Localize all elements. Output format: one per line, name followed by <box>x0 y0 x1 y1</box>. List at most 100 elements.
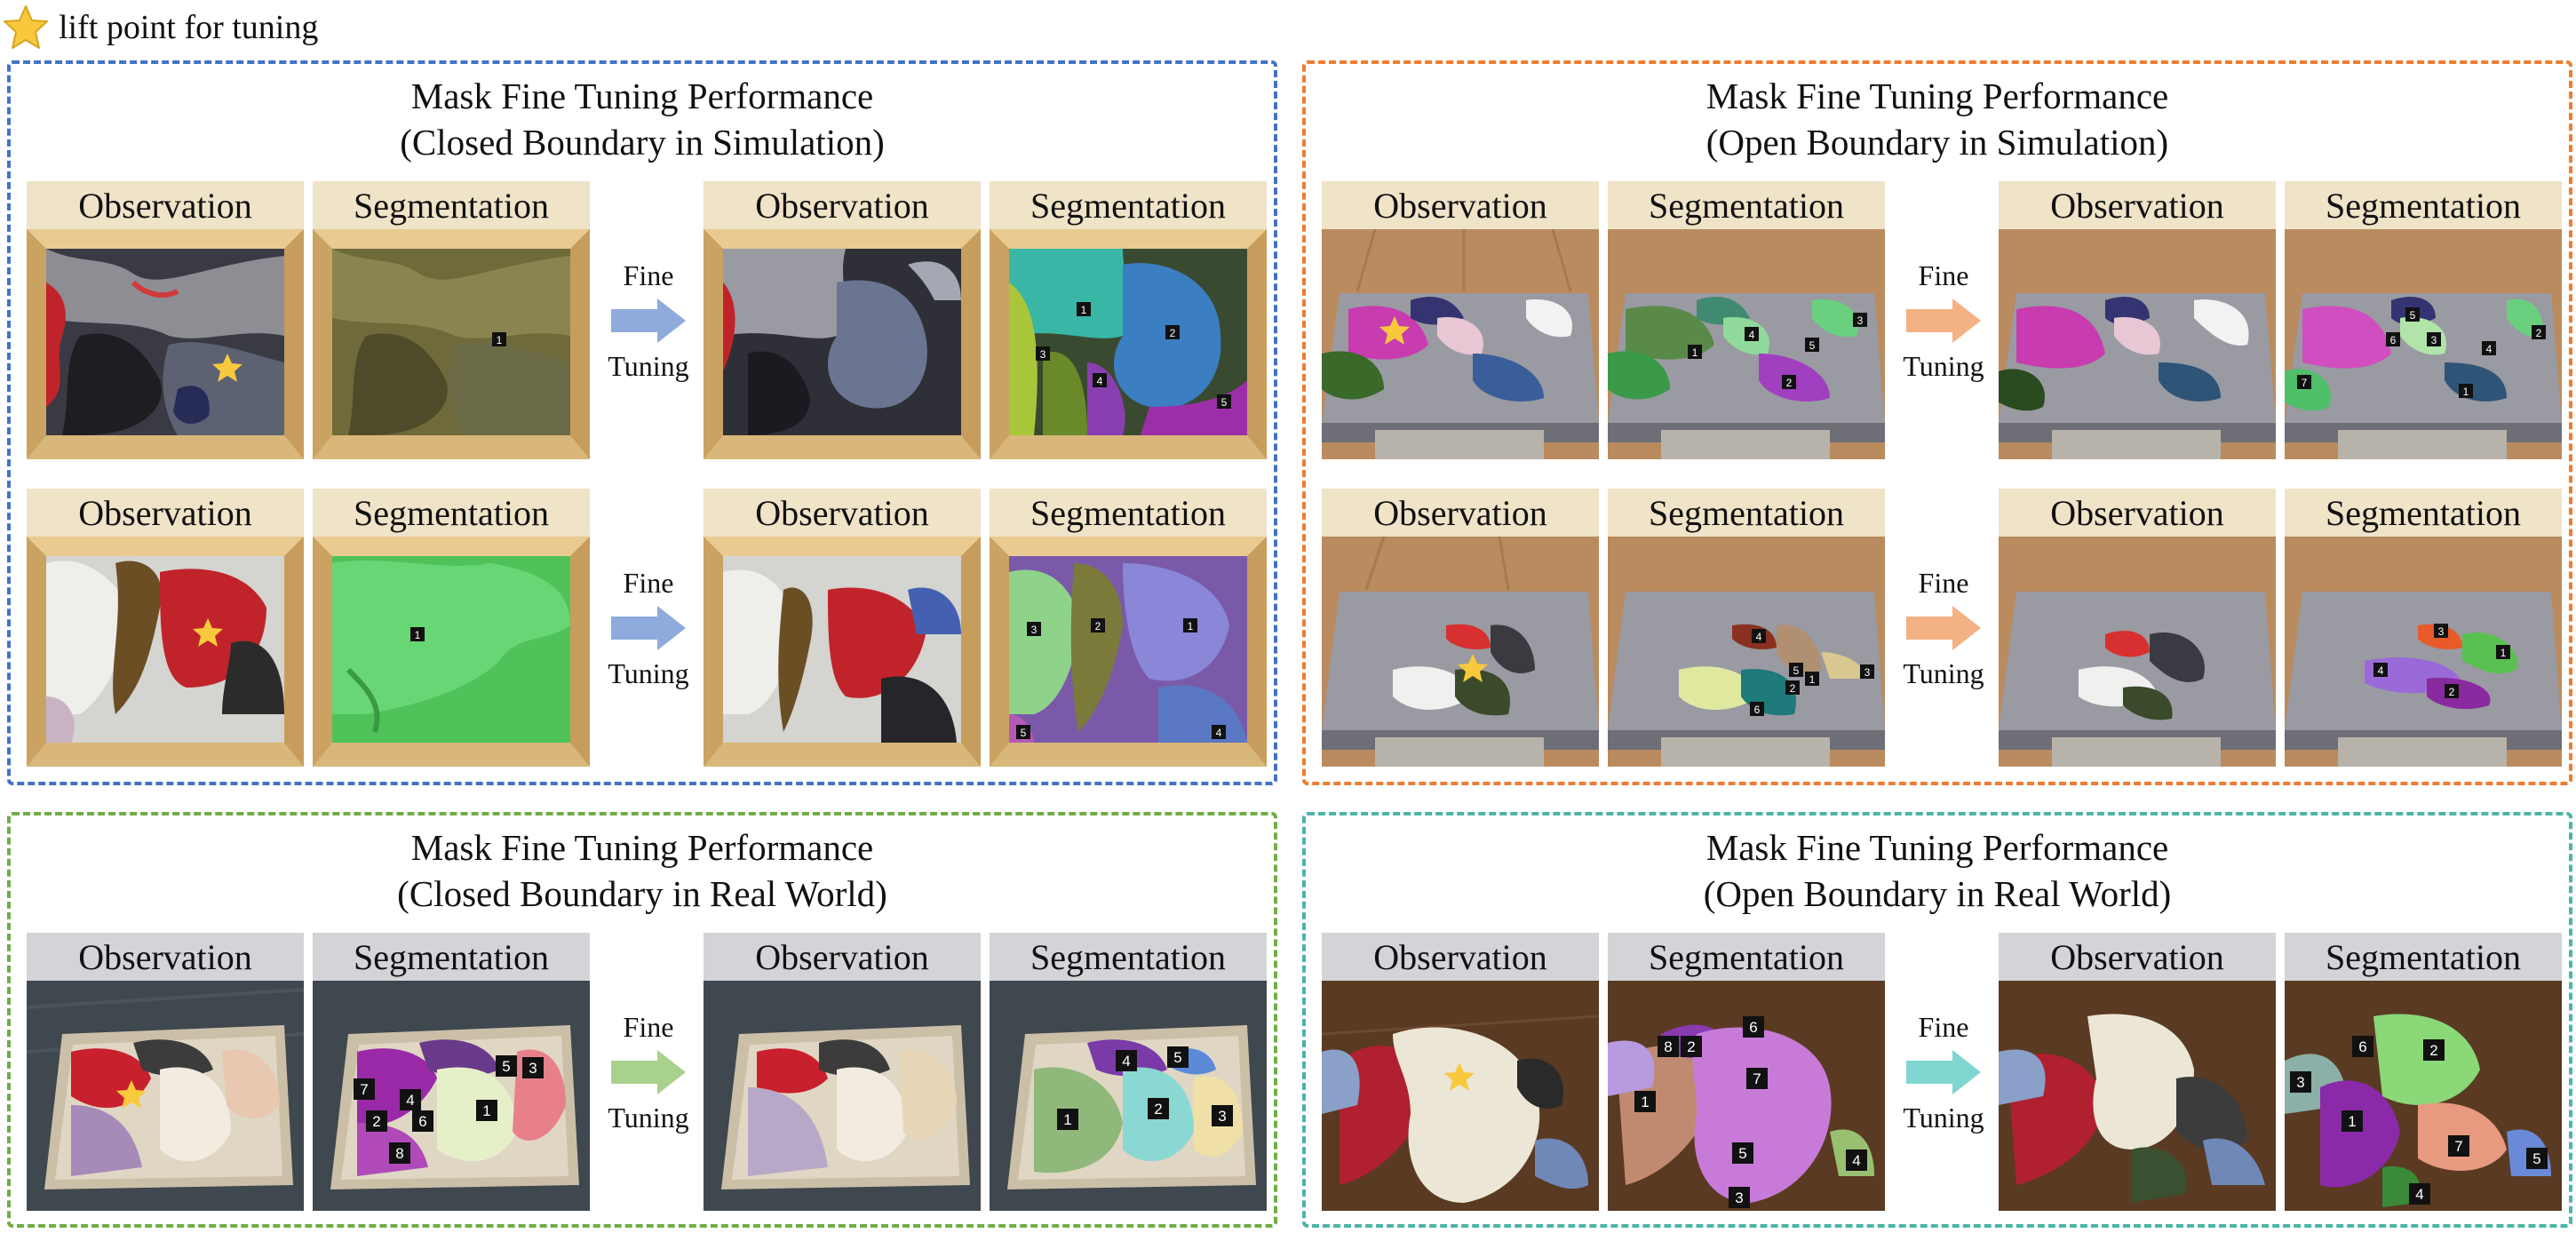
right-arrow-icon <box>1906 606 1981 650</box>
mask-id-label: 2 <box>1154 1101 1162 1118</box>
segmentation-image: Segmentation 1 2 3 4 5 <box>990 181 1267 459</box>
observation-image: Observation <box>27 933 304 1211</box>
scene-illustration: 1 2 3 4 5 6 7 8 <box>313 981 590 1211</box>
legend: lift point for tuning <box>0 2 318 53</box>
panel-open-boundary-real-world: Mask Fine Tuning Performance (Open Bound… <box>1302 812 2572 1228</box>
segmentation-image: Segmentation 1 <box>313 181 590 459</box>
scene-illustration <box>27 981 304 1211</box>
scene-illustration: 1 2 3 4 5 6 7 <box>2285 981 2562 1211</box>
image-caption: Observation <box>704 489 981 537</box>
mask-id-label: 2 <box>1095 620 1101 632</box>
image-caption: Segmentation <box>990 181 1267 229</box>
mask-id-label: 3 <box>1857 314 1864 327</box>
panel-title: Mask Fine Tuning Performance (Closed Bou… <box>11 73 1274 165</box>
image-caption: Segmentation <box>313 933 590 981</box>
panel-title-line1: Mask Fine Tuning Performance <box>410 827 874 868</box>
scene-illustration <box>704 537 981 767</box>
image-caption: Observation <box>1999 181 2276 229</box>
mask-id-label: 1 <box>1081 304 1087 316</box>
mask-id-label: 1 <box>2500 647 2507 659</box>
fine-tuning-arrow: Fine Tuning <box>1897 258 1990 384</box>
scene-illustration <box>27 537 304 767</box>
mask-id-label: 1 <box>1692 346 1698 359</box>
segmentation-image: Segmentation 1 2 3 4 5 6 7 <box>2285 933 2562 1211</box>
observation-image: Observation <box>704 181 981 459</box>
mask-id-label: 1 <box>2463 386 2469 398</box>
right-arrow-icon <box>611 1050 686 1094</box>
scene-illustration <box>1999 229 2276 459</box>
right-arrow-icon <box>1906 1050 1981 1094</box>
mask-id-label: 7 <box>360 1081 368 1098</box>
segmentation-image: Segmentation 1 2 3 4 5 6 <box>1608 489 1885 767</box>
mask-id-label: 2 <box>372 1113 380 1130</box>
mask-id-label: 2 <box>1786 377 1793 389</box>
mask-id-label: 7 <box>2302 377 2308 389</box>
scene-illustration: 1 2 3 4 5 6 7 8 <box>1608 981 1885 1211</box>
arrow-label-line1: Fine <box>623 259 674 291</box>
arrow-label-line2: Tuning <box>608 657 689 689</box>
scene-illustration: 1 2 3 4 <box>2285 537 2562 767</box>
mask-id-label: 5 <box>1793 664 1800 677</box>
image-caption: Segmentation <box>1608 933 1885 981</box>
segmentation-image: Segmentation 1 2 3 4 5 6 7 8 <box>1608 933 1885 1211</box>
mask-id-label: 4 <box>1122 1053 1130 1070</box>
image-caption: Segmentation <box>1608 489 1885 537</box>
mask-id-label: 6 <box>418 1113 426 1130</box>
observation-image: Observation <box>704 933 981 1211</box>
panel-closed-boundary-real-world: Mask Fine Tuning Performance (Closed Bou… <box>7 812 1277 1228</box>
image-caption: Observation <box>27 933 304 981</box>
mask-id-label: 1 <box>1063 1111 1071 1128</box>
image-caption: Observation <box>704 933 981 981</box>
mask-id-label: 4 <box>1216 727 1222 739</box>
fine-tuning-arrow: Fine Tuning <box>602 565 695 691</box>
mask-id-label: 3 <box>1735 1189 1743 1206</box>
image-caption: Segmentation <box>990 489 1267 537</box>
mask-id-label: 8 <box>395 1145 403 1162</box>
mask-id-label: 5 <box>2410 309 2416 322</box>
scene-illustration: 1 2 3 4 5 <box>990 537 1267 767</box>
observation-image: Observation <box>1999 933 2276 1211</box>
mask-id-label: 4 <box>1749 329 1755 341</box>
scene-illustration <box>704 229 981 459</box>
image-caption: Segmentation <box>2285 489 2562 537</box>
observation-image: Observation <box>1999 181 2276 459</box>
image-caption: Observation <box>1322 181 1599 229</box>
image-caption: Segmentation <box>313 489 590 537</box>
panel-title-line1: Mask Fine Tuning Performance <box>1705 76 2169 116</box>
arrow-label-line2: Tuning <box>608 1102 689 1134</box>
scene-illustration: 1 <box>313 229 590 459</box>
mask-id-label: 5 <box>2532 1150 2540 1167</box>
mask-id-label: 5 <box>1173 1049 1181 1066</box>
image-caption: Segmentation <box>313 181 590 229</box>
fine-tuning-arrow: Fine Tuning <box>602 258 695 384</box>
mask-id-label: 4 <box>1756 631 1762 643</box>
panel-closed-boundary-simulation: Mask Fine Tuning Performance (Closed Bou… <box>7 60 1277 785</box>
right-arrow-icon <box>611 606 686 650</box>
image-caption: Segmentation <box>2285 181 2562 229</box>
mask-id-label: 3 <box>1218 1108 1226 1125</box>
scene-illustration <box>1322 537 1599 767</box>
observation-image: Observation <box>1322 181 1599 459</box>
observation-image: Observation <box>1322 489 1599 767</box>
segmentation-image: Segmentation 1 <box>313 489 590 767</box>
mask-id-label: 2 <box>2449 686 2455 698</box>
mask-id-label: 3 <box>2296 1074 2304 1091</box>
image-caption: Segmentation <box>990 933 1267 981</box>
scene-illustration: 1 <box>313 537 590 767</box>
panel-title-line2: (Closed Boundary in Simulation) <box>400 122 885 163</box>
arrow-label-line2: Tuning <box>608 350 689 382</box>
mask-id-label: 3 <box>1031 624 1038 636</box>
mask-id-label: 6 <box>1754 704 1761 716</box>
image-caption: Segmentation <box>1608 181 1885 229</box>
arrow-label-line1: Fine <box>1918 259 1969 291</box>
mask-id-label: 7 <box>2454 1138 2462 1155</box>
arrow-label-line1: Fine <box>1918 1011 1969 1043</box>
panel-title-line1: Mask Fine Tuning Performance <box>410 76 874 116</box>
mask-id-label: 1 <box>2348 1113 2356 1130</box>
mask-id-label: 1 <box>1188 620 1194 632</box>
segmentation-image: Segmentation 1 2 3 4 <box>2285 489 2562 767</box>
image-caption: Observation <box>704 181 981 229</box>
scene-illustration: 1 2 3 4 5 <box>990 981 1267 1211</box>
mask-id-label: 3 <box>1040 348 1046 361</box>
arrow-label-line2: Tuning <box>1903 657 1984 689</box>
